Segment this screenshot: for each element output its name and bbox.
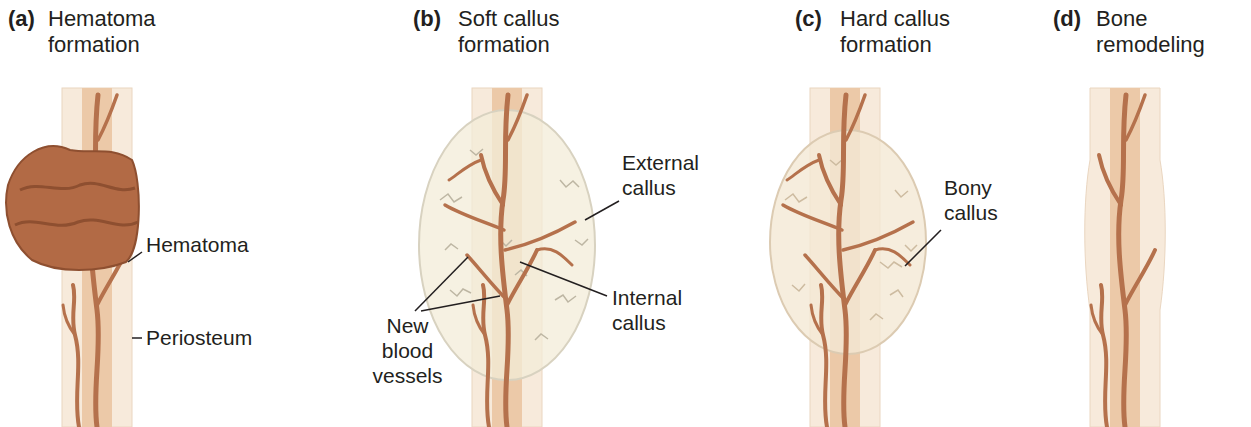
- part-label: Bony callus: [944, 175, 1024, 225]
- blood-vessels: [473, 95, 537, 427]
- clot-strands: [15, 183, 138, 225]
- stage-title: Bone remodeling: [1096, 6, 1226, 59]
- part-label: External callus: [622, 150, 732, 200]
- bone-d: [1085, 88, 1166, 427]
- stage-letter: (c): [795, 6, 822, 32]
- blood-vessels: [811, 95, 875, 427]
- leader-line: [585, 201, 619, 220]
- blood-vessels: [1091, 95, 1155, 427]
- part-label: Internal callus: [612, 285, 722, 335]
- bone-a: [6, 88, 142, 427]
- leader-line: [421, 296, 500, 311]
- leader-line: [128, 252, 142, 262]
- stage-letter: (d): [1053, 6, 1081, 32]
- stage-letter: (a): [8, 6, 35, 32]
- stage-title: Hard callus formation: [840, 6, 1000, 59]
- bone-c: [770, 88, 941, 427]
- new-blood-vessels: [445, 160, 575, 300]
- stage-title: Soft callus formation: [458, 6, 618, 59]
- fibrocartilage-texture: [440, 149, 588, 340]
- stage-letter: (b): [413, 6, 441, 32]
- leader-line: [132, 337, 142, 339]
- bone-shaft: [1085, 88, 1166, 427]
- leader-line: [905, 230, 941, 266]
- part-label: Periosteum: [146, 325, 252, 350]
- new-blood-vessels: [783, 160, 913, 300]
- bone-b: [415, 88, 619, 427]
- part-label: Hematoma: [146, 232, 249, 257]
- part-label: New blood vessels: [360, 313, 455, 389]
- hematoma-blob: [6, 146, 139, 270]
- leader-line: [520, 262, 607, 296]
- stage-title: Hematoma formation: [48, 6, 178, 59]
